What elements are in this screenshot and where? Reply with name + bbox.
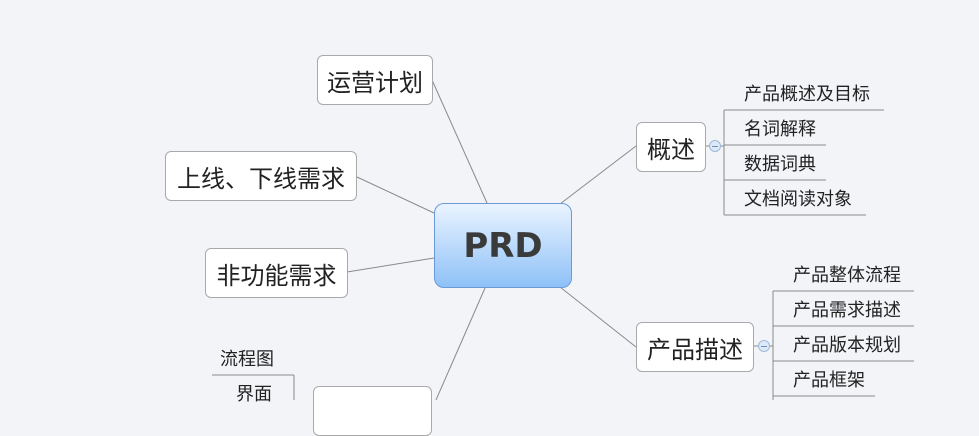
collapse-toggle-icon[interactable]	[709, 140, 721, 152]
connector-root-gaishu	[559, 145, 637, 205]
leaf-item[interactable]: 产品需求描述	[793, 300, 901, 321]
connector-root-shangxian	[356, 176, 435, 214]
topic-label: 运营计划	[327, 68, 423, 97]
connector-root-yunying	[431, 79, 488, 204]
topic-node[interactable]: 非功能需求	[205, 248, 348, 298]
connector-root-feigongneng	[346, 257, 435, 273]
leaf-item[interactable]: 流程图	[220, 349, 274, 370]
collapse-toggle-icon[interactable]	[758, 340, 770, 352]
root-label: PRD	[463, 225, 543, 266]
leaf-item[interactable]: 界面	[236, 384, 272, 405]
leaf-item[interactable]: 产品版本规划	[793, 335, 901, 356]
leaf-item[interactable]: 数据词典	[744, 154, 816, 175]
connector-root-bottom	[435, 287, 486, 400]
leaf-item[interactable]: 名词解释	[744, 119, 816, 140]
leaf-item[interactable]: 产品框架	[793, 370, 865, 391]
topic-label: 上线、下线需求	[177, 164, 345, 193]
topic-label: 产品描述	[647, 335, 743, 364]
topic-label: 非功能需求	[216, 261, 337, 290]
topic-node[interactable]: 上线、下线需求	[165, 151, 357, 201]
connector-root-chanpinmiaoshu	[559, 286, 637, 348]
topic-node[interactable]	[313, 386, 432, 436]
leaf-item[interactable]: 文档阅读对象	[744, 189, 852, 210]
root-node[interactable]: PRD	[434, 203, 572, 288]
topic-node[interactable]: 概述	[636, 122, 706, 172]
leaf-item[interactable]: 产品概述及目标	[744, 84, 870, 105]
topic-node[interactable]: 产品描述	[636, 322, 754, 372]
leaf-item[interactable]: 产品整体流程	[793, 265, 901, 286]
topic-node[interactable]: 运营计划	[317, 55, 433, 105]
topic-label: 概述	[647, 135, 695, 164]
